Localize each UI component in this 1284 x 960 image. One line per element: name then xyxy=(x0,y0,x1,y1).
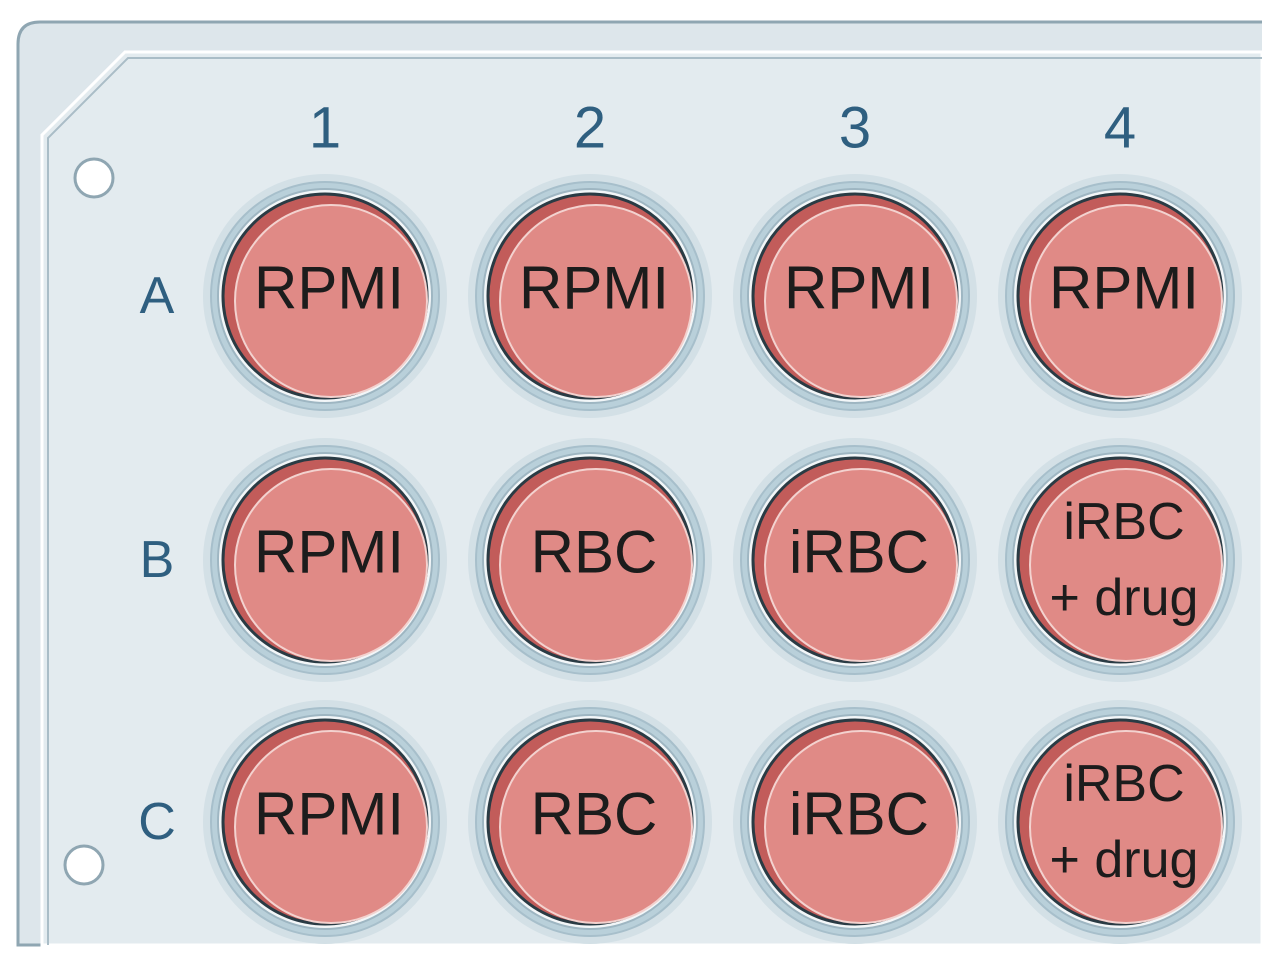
well-label: RPMI xyxy=(519,255,669,322)
well-liquid xyxy=(234,468,428,662)
column-label-3: 3 xyxy=(839,96,871,161)
well-liquid xyxy=(499,204,693,398)
well-liquid xyxy=(1029,204,1223,398)
well-c1: RPMI xyxy=(203,700,447,944)
well-c4: iRBC + drug xyxy=(998,700,1242,944)
well-label: RPMI xyxy=(254,255,404,322)
column-label-4: 4 xyxy=(1104,96,1136,161)
well-label: + drug xyxy=(1050,831,1199,889)
well-b2: RBC xyxy=(468,438,712,682)
well-liquid xyxy=(764,468,958,662)
well-label: RPMI xyxy=(254,519,404,586)
column-label-2: 2 xyxy=(574,96,606,161)
well-liquid xyxy=(1029,468,1223,662)
well-label: RPMI xyxy=(254,781,404,848)
well-liquid xyxy=(499,730,693,924)
well-liquid xyxy=(1029,730,1223,924)
well-c3: iRBC xyxy=(733,700,977,944)
row-label-b: B xyxy=(140,531,175,589)
row-label-a: A xyxy=(140,267,175,325)
row-label-c: C xyxy=(138,793,176,851)
plate-corner-hole-bottom xyxy=(63,844,105,886)
well-a2: RPMI xyxy=(468,174,712,418)
well-b3: iRBC xyxy=(733,438,977,682)
column-label-1: 1 xyxy=(309,96,341,161)
well-b4: iRBC + drug xyxy=(998,438,1242,682)
well-label: iRBC xyxy=(1063,493,1184,551)
well-liquid xyxy=(499,468,693,662)
well-label: RBC xyxy=(531,519,658,586)
well-label: iRBC xyxy=(789,519,929,586)
well-label: + drug xyxy=(1050,569,1199,627)
row-labels: A B C xyxy=(138,267,176,851)
well-a3: RPMI xyxy=(733,174,977,418)
well-b1: RPMI xyxy=(203,438,447,682)
column-labels: 1 2 3 4 xyxy=(309,96,1136,161)
well-label: RPMI xyxy=(784,255,934,322)
well-liquid xyxy=(764,730,958,924)
plate-corner-hole-top xyxy=(73,157,115,199)
well-c2: RBC xyxy=(468,700,712,944)
well-label: RPMI xyxy=(1049,255,1199,322)
well-label: iRBC xyxy=(789,781,929,848)
well-a4: RPMI xyxy=(998,174,1242,418)
well-liquid xyxy=(234,204,428,398)
well-liquid xyxy=(764,204,958,398)
well-a1: RPMI xyxy=(203,174,447,418)
plate-inner-border xyxy=(47,57,1262,945)
well-label: iRBC xyxy=(1063,755,1184,813)
well-liquid xyxy=(234,730,428,924)
well-label: RBC xyxy=(531,781,658,848)
